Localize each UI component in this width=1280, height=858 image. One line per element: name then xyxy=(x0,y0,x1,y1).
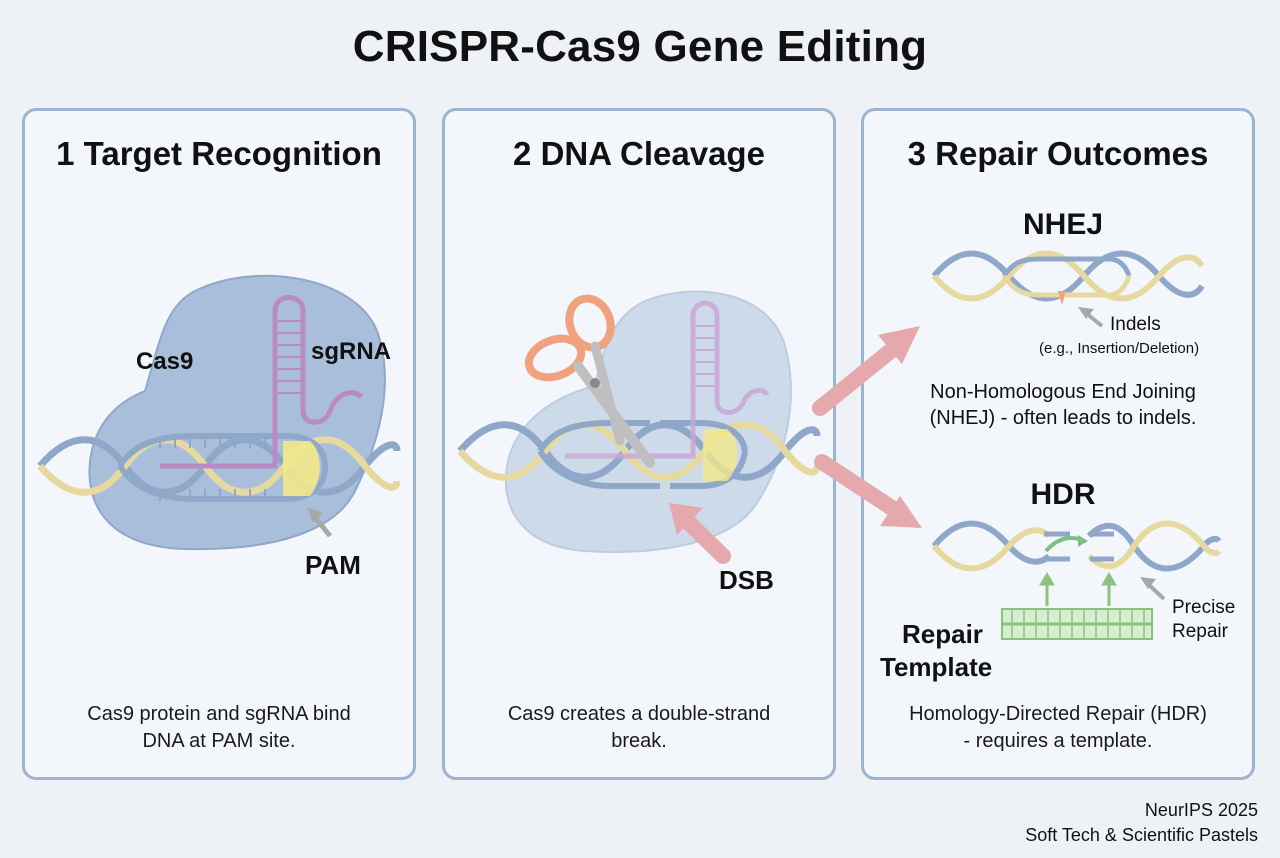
nhej-description-line: Non-Homologous End Joining xyxy=(930,381,1196,403)
dsb-label: DSB xyxy=(719,565,774,595)
caption-line: Homology-Directed Repair (HDR) xyxy=(909,703,1207,725)
dna-helix xyxy=(457,420,821,489)
dna-helix xyxy=(37,433,401,502)
caption-line: Cas9 protein and sgRNA bind xyxy=(87,703,351,725)
panel-target-recognition: 1 Target Recognition xyxy=(22,108,416,780)
precise-repair-pointer-arrow xyxy=(1140,577,1166,601)
diagram-title: CRISPR-Cas9 Gene Editing xyxy=(352,22,928,71)
repair-template-label: Repair xyxy=(902,619,983,649)
pam-site xyxy=(283,441,320,496)
indels-pointer-arrow xyxy=(1078,307,1104,328)
target-recognition-illustration: Cas9 sgRNA PAM xyxy=(37,274,401,580)
indels-note: (e.g., Insertion/Deletion) xyxy=(1039,340,1199,357)
precise-repair-label: Precise xyxy=(1172,597,1235,618)
nhej-title: NHEJ xyxy=(1023,208,1103,241)
caption-line: DNA at PAM site. xyxy=(142,730,296,752)
cas9-label: Cas9 xyxy=(136,348,193,375)
sgrna-label: sgRNA xyxy=(311,338,391,365)
repair-template-label: Template xyxy=(880,652,992,682)
footer-theme: Soft Tech & Scientific Pastels xyxy=(1025,825,1258,845)
panel-dna-cleavage: 2 DNA Cleavage xyxy=(442,108,836,780)
dna-cleavage-illustration: DSB xyxy=(457,290,821,595)
pam-pointer-arrow xyxy=(307,507,332,538)
panel-caption: Homology-Directed Repair (HDR) - require… xyxy=(884,701,1232,755)
indel-marker xyxy=(1058,291,1066,305)
cas9-protein xyxy=(88,274,386,551)
panel-caption: Cas9 protein and sgRNA bind DNA at PAM s… xyxy=(45,701,393,755)
hdr-title: HDR xyxy=(1031,478,1096,511)
panel-title: 1 Target Recognition xyxy=(56,135,382,172)
pam-label: PAM xyxy=(305,550,361,580)
repair-template xyxy=(1001,572,1153,640)
caption-line: - requires a template. xyxy=(963,730,1153,752)
scissors-icon xyxy=(524,294,655,468)
sgrna-strand xyxy=(565,300,770,459)
panel-repair-outcomes: 3 Repair Outcomes NHEJ Indels (e.g., Ins… xyxy=(861,108,1255,780)
sgrna-strand xyxy=(160,295,363,469)
caption-line: Cas9 creates a double-strand xyxy=(507,703,771,725)
nhej-description-line: (NHEJ) - often leads to indels. xyxy=(930,407,1197,429)
dsb-pointer-arrow xyxy=(669,503,731,564)
precise-repair-label: Repair xyxy=(1172,621,1229,642)
panel-title: 2 DNA Cleavage xyxy=(513,135,765,172)
caption-line: break. xyxy=(611,730,667,752)
hdr-dna-helix xyxy=(931,520,1222,572)
panel-caption: Cas9 creates a double-strand break. xyxy=(465,701,813,755)
footer-conference: NeurIPS 2025 xyxy=(1144,800,1258,820)
footer: NeurIPS 2025 Soft Tech & Scientific Past… xyxy=(1025,798,1258,848)
indels-label: Indels xyxy=(1110,314,1161,335)
panel-title: 3 Repair Outcomes xyxy=(907,135,1209,172)
repair-outcomes-illustration: NHEJ Indels (e.g., Insertion/Deletion) N… xyxy=(880,208,1235,682)
nhej-dna-helix xyxy=(931,250,1205,305)
